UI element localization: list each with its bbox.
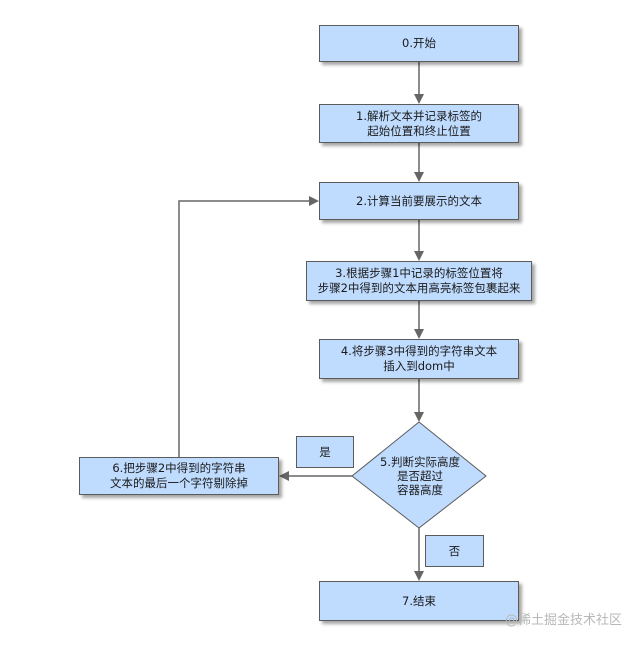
watermark: @稀土掘金技术社区 (504, 613, 622, 628)
arrow-remove-to-compute (178, 196, 319, 457)
wrap-node: 3.根据步骤1中记录的标签位置将 步骤2中得到的文本用高亮标签包裹起来 (306, 261, 532, 301)
decision-label: 5.判断实际高度 是否超过 容器高度 (380, 455, 460, 497)
remove-node: 6.把步骤2中得到的字符串 文本的最后一个字符剔除掉 (79, 457, 279, 495)
no-label: 否 (425, 535, 484, 567)
decision-diamond (351, 421, 487, 529)
end-node: 7.结束 (319, 581, 519, 621)
yes-label: 是 (296, 436, 354, 468)
parse-node: 1.解析文本并记录标签的 起始位置和终止位置 (319, 104, 519, 143)
compute-node: 2.计算当前要展示的文本 (319, 182, 519, 220)
start-node: 0.开始 (319, 25, 519, 62)
insert-node: 4.将步骤3中得到的字符串文本 插入到dom中 (319, 339, 519, 379)
